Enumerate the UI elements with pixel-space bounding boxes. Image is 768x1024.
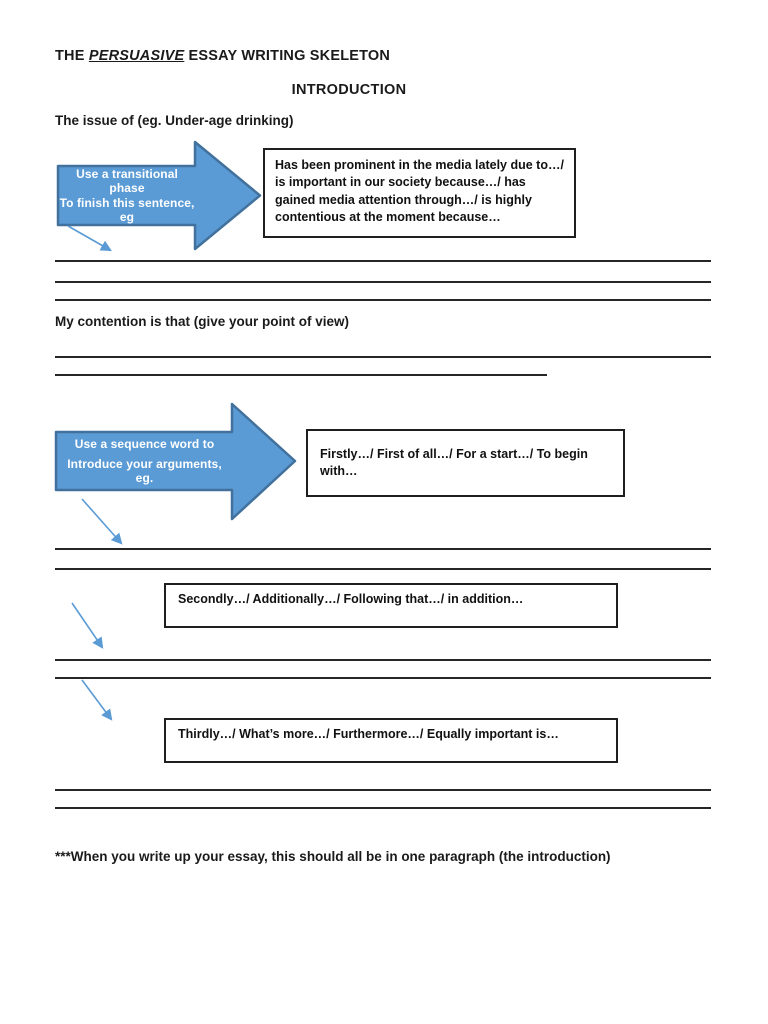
footnote: ***When you write up your essay, this sh… bbox=[55, 849, 611, 864]
page-title: THE PERSUASIVE ESSAY WRITING SKELETON bbox=[55, 48, 390, 64]
suggestion-text: Firstly…/ First of all…/ For a start…/ T… bbox=[320, 446, 588, 478]
arrow-label-line1: Use a sequence word to bbox=[74, 437, 215, 452]
title-prefix: THE bbox=[55, 48, 89, 64]
block-arrow-icon bbox=[54, 402, 297, 521]
arrow-label-line2: To finish this sentence, eg bbox=[59, 196, 195, 224]
suggestion-box-firstly: Firstly…/ First of all…/ For a start…/ T… bbox=[306, 429, 625, 497]
transitional-phrase-arrow: Use a transitional phase To finish this … bbox=[56, 140, 262, 251]
writing-line bbox=[55, 677, 711, 679]
pointer-arrow-icon bbox=[81, 679, 113, 721]
writing-line bbox=[55, 260, 711, 262]
writing-line bbox=[55, 374, 547, 376]
transitional-arrow-label: Use a transitional phase To finish this … bbox=[59, 166, 195, 225]
writing-line bbox=[55, 281, 711, 283]
block-arrow-icon bbox=[56, 140, 262, 251]
writing-line bbox=[55, 356, 711, 358]
pointer-arrow-icon bbox=[71, 602, 104, 649]
title-suffix: ESSAY WRITING SKELETON bbox=[184, 48, 391, 64]
sequence-arrow-label: Use a sequence word to Introduce your ar… bbox=[57, 432, 232, 490]
title-emphasis: PERSUASIVE bbox=[88, 48, 185, 64]
writing-line bbox=[55, 548, 711, 550]
section-heading: INTRODUCTION bbox=[291, 82, 407, 98]
writing-line bbox=[55, 299, 711, 301]
pointer-arrow-icon bbox=[81, 498, 123, 545]
issue-prompt: The issue of (eg. Under-age drinking) bbox=[55, 113, 294, 128]
suggestion-box-thirdly: Thirdly…/ What’s more…/ Furthermore…/ Eq… bbox=[164, 718, 618, 763]
arrow-label-line1: Use a transitional phase bbox=[76, 167, 178, 195]
suggestion-box-opening: Has been prominent in the media lately d… bbox=[263, 148, 576, 238]
contention-prompt: My contention is that (give your point o… bbox=[55, 314, 350, 329]
suggestion-box-secondly: Secondly…/ Additionally…/ Following that… bbox=[164, 583, 618, 628]
sequence-word-arrow: Use a sequence word to Introduce your ar… bbox=[54, 402, 297, 521]
writing-line bbox=[55, 659, 711, 661]
arrow-label-line2: Introduce your arguments, eg. bbox=[67, 456, 222, 485]
pointer-arrow-icon bbox=[67, 225, 112, 252]
writing-line bbox=[55, 568, 711, 570]
writing-line bbox=[55, 807, 711, 809]
writing-line bbox=[55, 789, 711, 791]
